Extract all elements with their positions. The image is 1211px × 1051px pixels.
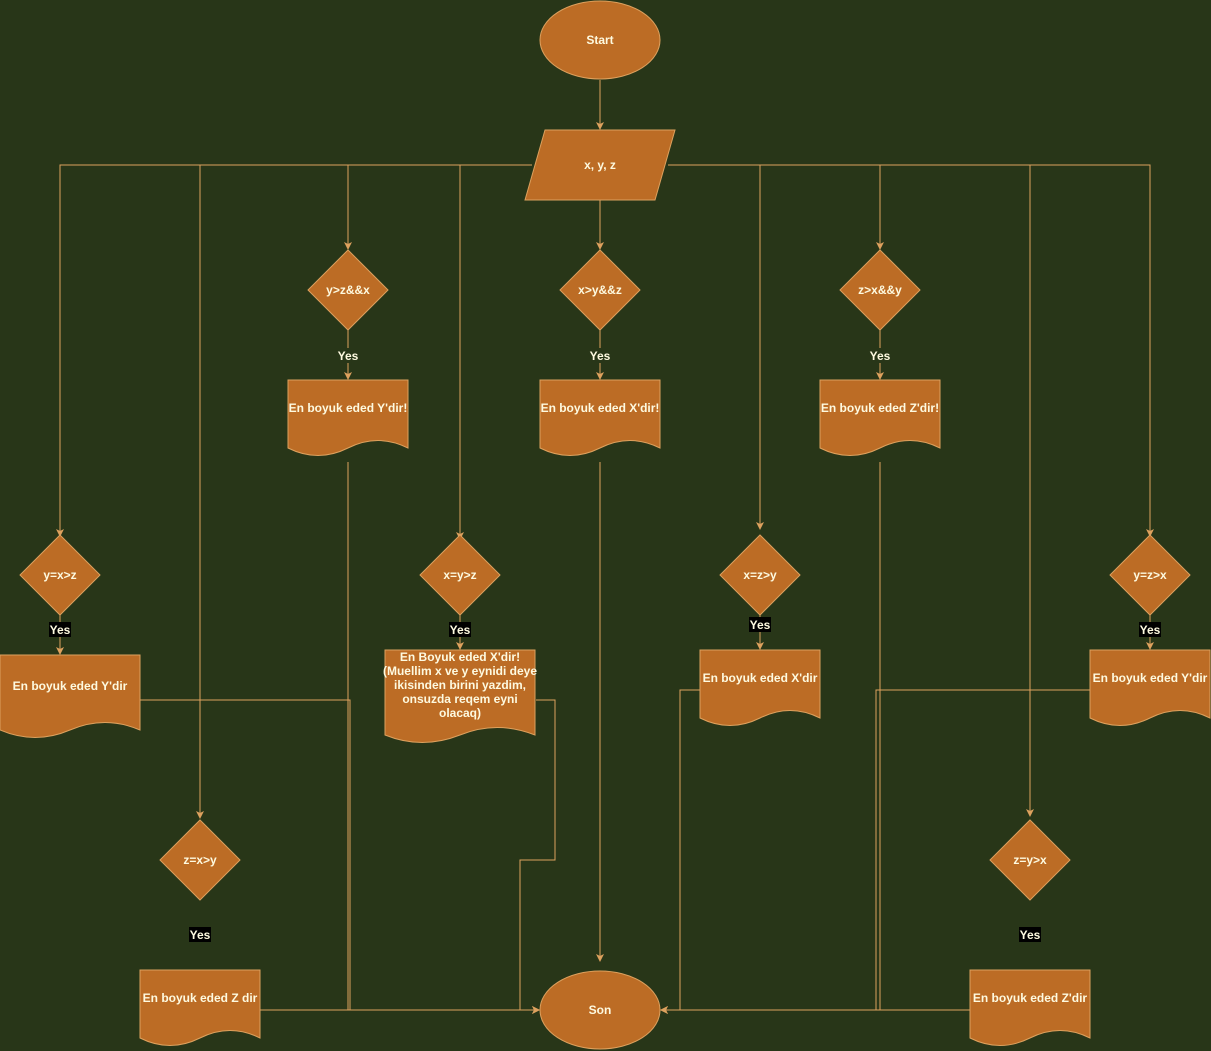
output-label: En boyuk eded Z'dir <box>973 991 1088 1005</box>
yes-label-x-eq-z: Yes <box>749 617 771 632</box>
output-label: En boyuk eded X'dir <box>703 671 818 685</box>
decision-diamond <box>719 534 801 616</box>
yes-labels: Yes Yes Yes Yes Yes Yes Yes Yes <box>49 348 1161 942</box>
edge-input-y-eq-z <box>668 164 1154 537</box>
decision-x-gt-y-and-z[interactable]: x>y&&z <box>559 249 641 331</box>
decision-label: x=z>y <box>743 568 777 582</box>
document-shape <box>139 969 261 1046</box>
decision-label: x=y>z <box>443 568 476 582</box>
yes-label-zxy: Yes <box>868 348 892 363</box>
yes-text: Yes <box>190 928 211 942</box>
decision-y-eq-z-gt-x[interactable]: y=z>x <box>1109 534 1191 616</box>
decision-label: y=z>x <box>1133 568 1167 582</box>
decision-label: z>x&&y <box>858 283 902 297</box>
output-label-line-2: (Muellim x ve y eynidi deye <box>383 664 537 678</box>
edge-out-y-left-son <box>140 699 351 1010</box>
yes-text: Yes <box>1020 928 1041 942</box>
decision-diamond <box>559 249 641 331</box>
yes-text: Yes <box>450 623 471 637</box>
decision-diamond <box>419 534 501 616</box>
output-y-top[interactable]: En boyuk eded Y'dir! <box>287 379 409 456</box>
edge-input-y-eq-x <box>56 164 532 537</box>
output-x-right[interactable]: En boyuk eded X'dir <box>699 649 821 726</box>
document-shape <box>1089 649 1211 726</box>
document-shape <box>0 654 141 738</box>
decision-label: z=x>y <box>183 853 217 867</box>
decision-diamond <box>1109 534 1191 616</box>
decision-z-eq-x-gt-y[interactable]: z=x>y <box>159 819 241 901</box>
output-label: En boyuk eded Y'dir! <box>289 401 408 415</box>
decision-x-eq-y-gt-z[interactable]: x=y>z <box>419 534 501 616</box>
decision-label: y=x>z <box>43 568 76 582</box>
start-ellipse <box>539 0 661 80</box>
decision-diamond <box>839 249 921 331</box>
document-shape <box>969 969 1091 1046</box>
decision-label: x>y&&z <box>578 283 622 297</box>
yes-label-z-eq-x: Yes <box>189 927 211 942</box>
decision-diamond <box>307 249 389 331</box>
yes-label-x-eq-y: Yes <box>449 622 471 637</box>
decision-z-gt-x-and-y[interactable]: z>x&&y <box>839 249 921 331</box>
edge-out-y-right-son <box>875 689 1090 1010</box>
document-shape <box>699 649 821 726</box>
output-label: En boyuk eded Z dir <box>143 991 258 1005</box>
output-z-top[interactable]: En boyuk eded Z'dir! <box>819 379 941 456</box>
yes-text: Yes <box>338 349 359 363</box>
yes-text: Yes <box>50 623 71 637</box>
decision-label: z=y>x <box>1013 853 1047 867</box>
input-label: x, y, z <box>584 158 616 172</box>
output-x-mid[interactable]: En Boyuk eded X'dir! (Muellim x ve y eyn… <box>383 649 537 743</box>
output-z-right[interactable]: En boyuk eded Z'dir <box>969 969 1091 1046</box>
document-shape <box>819 379 941 456</box>
output-label-line-4: onsuzda reqem eyni <box>402 692 517 706</box>
decision-x-eq-z-gt-y[interactable]: x=z>y <box>719 534 801 616</box>
yes-label-yzx: Yes <box>336 348 360 363</box>
decision-z-eq-y-gt-x[interactable]: z=y>x <box>989 819 1071 901</box>
yes-text: Yes <box>590 349 611 363</box>
decision-y-eq-x-gt-z[interactable]: y=x>z <box>19 534 101 616</box>
output-z-left[interactable]: En boyuk eded Z dir <box>139 969 261 1046</box>
decision-y-gt-z-and-x[interactable]: y>z&&x <box>307 249 389 331</box>
start-label: Start <box>586 33 613 47</box>
start-node[interactable]: Start <box>539 0 661 80</box>
output-label-line-1: En Boyuk eded X'dir! <box>400 650 520 664</box>
yes-text: Yes <box>750 618 771 632</box>
yes-text: Yes <box>870 349 891 363</box>
input-node[interactable]: x, y, z <box>524 129 676 201</box>
edge-out-z-top-son <box>660 462 881 1014</box>
output-label-line-3: ikisinden birini yazdim, <box>394 678 526 692</box>
yes-label-xyz: Yes <box>588 348 612 363</box>
edge-out-x-mid-son <box>519 699 556 1010</box>
output-label: En boyuk eded Y'dir <box>13 679 128 693</box>
yes-label-y-eq-x: Yes <box>49 622 71 637</box>
output-y-right[interactable]: En boyuk eded Y'dir <box>1089 649 1211 726</box>
output-label: En boyuk eded X'dir! <box>541 401 660 415</box>
output-y-left[interactable]: En boyuk eded Y'dir <box>0 654 141 738</box>
end-ellipse <box>539 970 661 1050</box>
output-label: En boyuk eded Y'dir <box>1093 671 1208 685</box>
document-shape <box>539 379 661 456</box>
decision-diamond <box>19 534 101 616</box>
yes-label-z-eq-y: Yes <box>1019 927 1041 942</box>
yes-label-y-eq-z: Yes <box>1139 622 1161 637</box>
decision-label: y>z&&x <box>326 283 370 297</box>
output-x-top[interactable]: En boyuk eded X'dir! <box>539 379 661 456</box>
input-parallelogram <box>524 129 676 201</box>
document-shape <box>384 649 536 743</box>
output-label: En boyuk eded Z'dir! <box>821 401 939 415</box>
decision-diamond <box>159 819 241 901</box>
end-node[interactable]: Son <box>539 970 661 1050</box>
end-label: Son <box>589 1003 612 1017</box>
decision-diamond <box>989 819 1071 901</box>
document-shape <box>287 379 409 456</box>
output-label-line-5: olacaq) <box>439 706 481 720</box>
edge-out-x-right-son <box>679 689 700 1010</box>
yes-text: Yes <box>1140 623 1161 637</box>
